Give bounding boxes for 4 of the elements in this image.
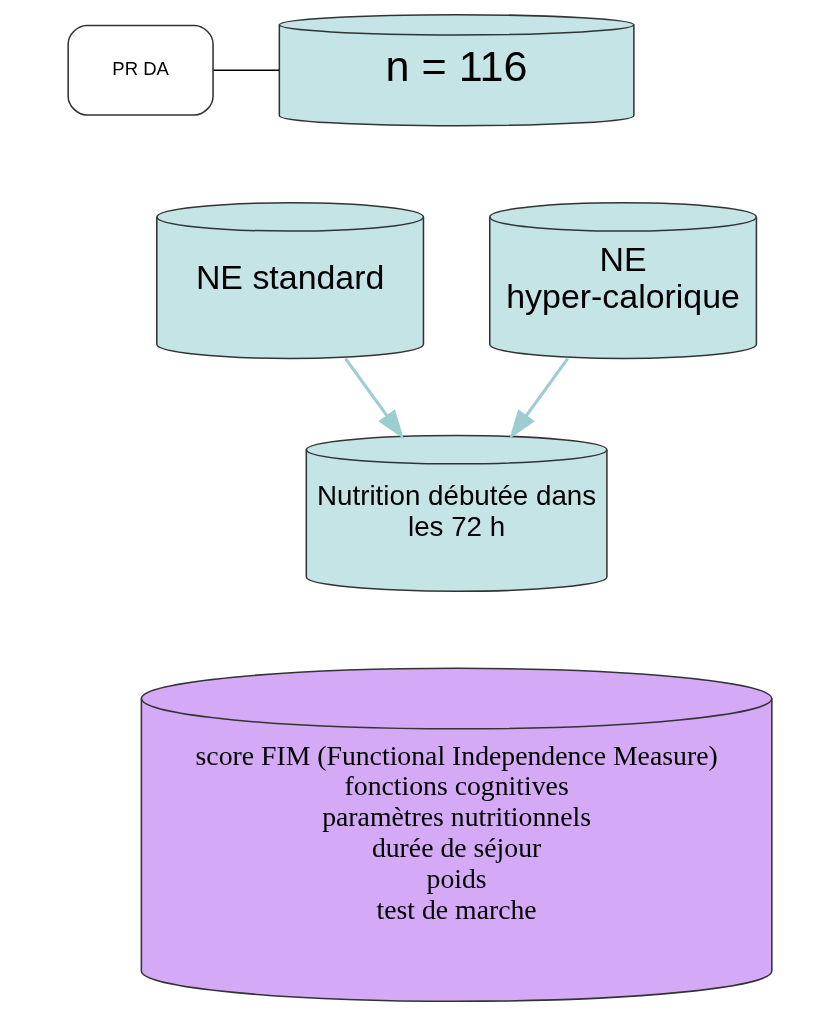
connector xyxy=(212,69,280,71)
node-box: PR DA xyxy=(66,24,214,116)
arrow xyxy=(508,357,569,440)
arrow xyxy=(343,357,404,440)
